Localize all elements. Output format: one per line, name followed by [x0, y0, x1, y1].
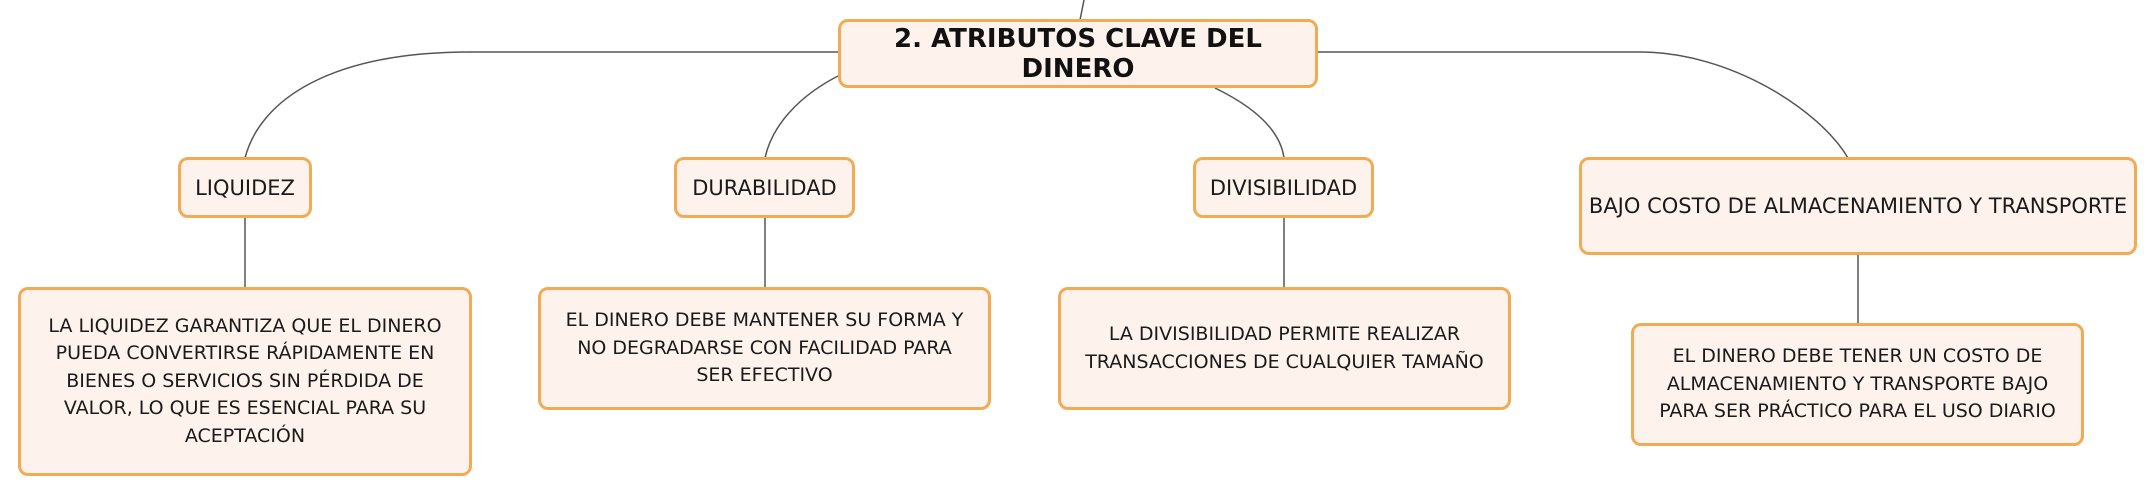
topic-durabilidad[interactable]: DURABILIDAD [674, 157, 855, 218]
connector-central-to-durabilidad [764, 74, 841, 159]
detail-durabilidad[interactable]: EL DINERO DEBE MANTENER SU FORMA Y NO DE… [538, 287, 991, 410]
connector-parent-to-central [1079, 0, 1085, 21]
connector-central-to-liquidez [244, 51, 840, 159]
detail-divisibilidad[interactable]: LA DIVISIBILIDAD PERMITE REALIZAR TRANSA… [1058, 287, 1511, 410]
connector-central-to-bajo-costo [1317, 51, 1849, 159]
topic-bajo-costo[interactable]: BAJO COSTO DE ALMACENAMIENTO Y TRANSPORT… [1579, 157, 2137, 255]
topic-divisibilidad[interactable]: DIVISIBILIDAD [1193, 157, 1374, 218]
topic-liquidez[interactable]: LIQUIDEZ [178, 157, 312, 218]
connector-central-to-divisibilidad [1214, 87, 1285, 159]
central-topic[interactable]: 2. ATRIBUTOS CLAVE DEL DINERO [838, 19, 1318, 88]
detail-bajo-costo[interactable]: EL DINERO DEBE TENER UN COSTO DE ALMACEN… [1631, 323, 2084, 446]
detail-liquidez[interactable]: LA LIQUIDEZ GARANTIZA QUE EL DINERO PUED… [18, 287, 472, 476]
